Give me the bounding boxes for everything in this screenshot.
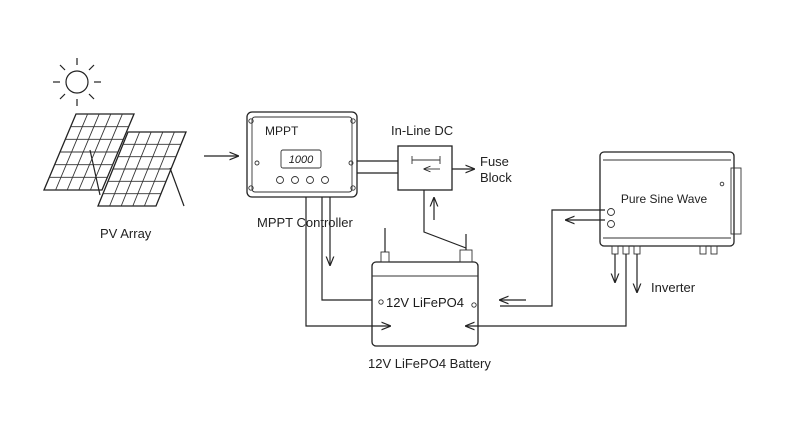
battery-face-label: 12V LiFePO4 [386, 295, 464, 310]
inverter-label: Inverter [651, 280, 696, 295]
battery-label: 12V LiFePO4 Battery [368, 356, 491, 371]
fuse-label-line2: Fuse [480, 154, 509, 169]
arrow-icon [305, 197, 390, 326]
mppt-controller-label: MPPT Controller [257, 215, 353, 230]
fuse-label-line3: Block [480, 170, 512, 185]
mppt-display-value: 1000 [289, 154, 314, 166]
mppt-buttons [276, 176, 329, 184]
mppt-controller: 1000 MPPT [246, 111, 358, 198]
fuse-block [397, 145, 453, 191]
solar-panel-icon [97, 131, 187, 207]
solar-panel-icon [43, 113, 135, 196]
battery: 12V LiFePO4 [371, 228, 479, 347]
mppt-face-label: MPPT [265, 124, 299, 138]
inverter-face-label: Pure Sine Wave [621, 192, 708, 206]
inverter-unit: Pure Sine Wave [599, 151, 742, 255]
sun-icon [53, 58, 101, 106]
mppt-display [280, 149, 322, 169]
pv-array-label: PV Array [100, 226, 152, 241]
arrow-icon [466, 254, 627, 326]
fuse-label-line1: In-Line DC [391, 123, 454, 138]
